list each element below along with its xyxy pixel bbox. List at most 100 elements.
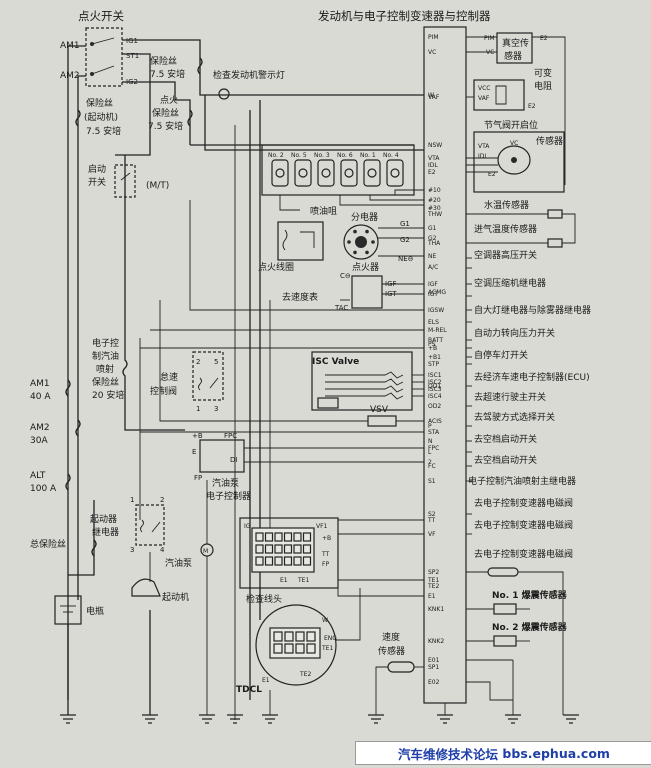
drive-mode-label: 去驾驶方式选择开关 [474, 411, 555, 423]
forum-footer: 汽车维修技术论坛 bbs.ephua.com [355, 741, 651, 765]
starter-motor-icon [131, 578, 161, 597]
starter-relay-label-2: 继电器 [92, 526, 119, 538]
fpc-pin-plusb: +B [192, 432, 203, 440]
starter-fuse-name: (起动机) [84, 111, 118, 123]
knock-sensor-1-icon [493, 603, 517, 615]
fuse-label: 保险丝 [150, 55, 177, 67]
knock2-label: No. 2 爆震传感器 [492, 621, 568, 633]
ign-fuse-label-1: 点火 [160, 95, 178, 106]
sol1-label: 去电子控制变速器电磁阀 [474, 497, 573, 509]
starter-relay-pin-2: 2 [160, 496, 164, 504]
ecu-pin-45: VF [428, 531, 436, 538]
ecu-pin-10: #30 [428, 205, 441, 212]
pump-controller-label-1: 汽油泵 [212, 477, 239, 489]
forum-name: 汽车维修技术论坛 [398, 746, 499, 762]
injector-icon [271, 159, 289, 187]
am2-terminal: AM2 [60, 71, 80, 81]
relay-pin-3: 3 [214, 405, 218, 413]
economy-ecu-label: 去经济车速电子控制器(ECU) [474, 371, 590, 383]
forum-site: bbs.ephua.com [502, 745, 610, 761]
tps-vc: VC [510, 140, 518, 147]
ecu-pin-26: +B1 [428, 354, 441, 361]
fpc-pin-fpc: FPC [224, 432, 237, 440]
ecu-pin-49: E1 [428, 593, 436, 600]
vr-vcc: VCC [478, 85, 490, 92]
ecu-pin-9: #20 [428, 197, 441, 204]
cc-plus-b: +B [322, 535, 331, 542]
ecu-pin-19: IGT [428, 291, 438, 298]
tdcl-connector [255, 604, 337, 686]
injector-icon [340, 159, 358, 187]
ecu-pin-39: L [428, 449, 432, 456]
sol3-label: 去电子控制变速器电磁阀 [474, 548, 573, 560]
vs-e2: E2 [540, 35, 548, 42]
ecu-pin-2: VAF [428, 94, 440, 101]
ecu-pin-43: TT [427, 517, 436, 524]
intake-temp-sensor-icon [547, 238, 563, 248]
fuel-pump-label: 汽油泵 [165, 557, 192, 569]
am1-main-amp: 40 A [30, 392, 51, 402]
ac-relay-label: 空调压缩机继电器 [474, 277, 546, 289]
intake-temp-label: 进气温度传感器 [474, 223, 537, 235]
ign-fuse-label-2: 保险丝 [152, 107, 179, 119]
speed-sensor-label-1: 速度 [382, 631, 400, 643]
tdcl-e1: E1 [262, 677, 270, 684]
check-connector-label: 检查线头 [246, 593, 282, 605]
tdcl-w: W [322, 617, 328, 624]
speed-sensor-icon [387, 661, 415, 673]
ecu-pin-42: S1 [428, 478, 436, 485]
cc-fp: FP [322, 561, 329, 568]
check-engine-lamp-label: 检查发动机警示灯 [213, 69, 285, 81]
alt-main-fuse: ALT [30, 471, 46, 481]
cc-e1: E1 [280, 577, 288, 584]
injector-number: No. 6 [337, 152, 353, 159]
ecu-pin-11: THW [427, 211, 442, 218]
start-switch-label-2: 开关 [88, 176, 106, 188]
tac-label: TAC [334, 304, 348, 312]
vacuum-sensor-label-2: 感器 [504, 50, 522, 62]
ecu-pin-23: BATT [428, 337, 443, 344]
starter-label: 起动机 [162, 591, 189, 603]
tps-vta: VTA [478, 143, 490, 150]
ecu-pin-6: IDL [428, 162, 438, 169]
tps-idl: IDL [478, 153, 488, 160]
vs-vc: VC [486, 49, 494, 56]
vr-vaf: VAF [478, 95, 490, 102]
efi-fuse-label-1: 电子控 [92, 337, 119, 349]
tps-e2: E2 [488, 171, 496, 178]
ign-fuse-rating: 7.5 安培 [148, 120, 183, 132]
ac-hp-label: 空调器高压开关 [474, 249, 537, 261]
ecu-pin-52: SP1 [428, 664, 439, 671]
speed-sensor-label-2: 传感器 [378, 645, 405, 657]
ignition-coil [277, 221, 324, 261]
pin-g2: G2 [400, 236, 410, 244]
relay-pin-5: 5 [214, 358, 218, 366]
efi-fuse-label-3: 喷射 [96, 363, 114, 375]
am2-main-fuse: AM2 [30, 423, 50, 433]
ecu-pin-44: S2 [428, 511, 436, 518]
ecu-pin-30: ISC3 [428, 386, 442, 393]
fpc-pin-di: DI [230, 456, 237, 464]
ecu-pin-labels: PIMVCVAFWNSWVTAIDLE2#10#20#30THWG1THAG2N… [427, 34, 447, 686]
cc-tt: TT [321, 551, 330, 558]
ecu-pin-0: PIM [428, 34, 439, 41]
ecu-pin-31: ISC4 [428, 393, 442, 400]
ig1-terminal: IG1 [126, 37, 138, 45]
starter-relay [135, 504, 165, 546]
ecu-pin-28: ISC1 [428, 372, 442, 379]
var-res-label-2: 电阻 [534, 80, 552, 92]
ecu-pin-4: NSW [428, 142, 442, 149]
ecu-pin-46: TE1 [427, 577, 439, 584]
ecu-pin-32: OD1 [428, 383, 441, 390]
starter-relay-pin-3: 3 [130, 546, 134, 554]
ecu-pin-16: A/C [428, 264, 438, 271]
headlight-label: 自大灯继电器与除雾器继电器 [474, 304, 591, 316]
am2-main-amp: 30A [30, 436, 48, 446]
neutral1-label: 去空档启动开关 [474, 433, 537, 445]
efi-fuse-label-4: 保险丝 [92, 376, 119, 388]
ecu-pin-51: KNK2 [428, 638, 444, 645]
vacuum-sensor [496, 32, 533, 64]
ecu-pin-48: TE2 [427, 583, 439, 590]
